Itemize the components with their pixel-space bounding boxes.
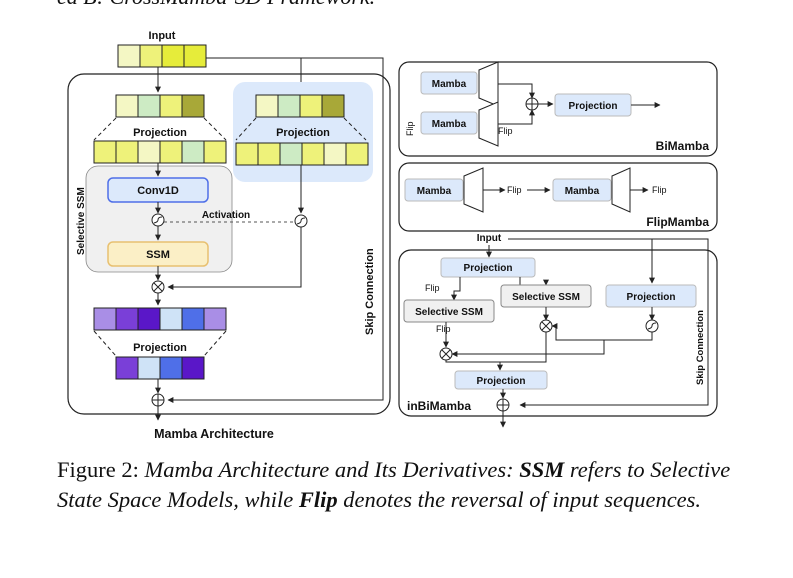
flipmamba-flip-2: Flip [652,185,667,195]
caption-part3: denotes the reversal of input sequences. [337,487,702,512]
bimamba-flip-side: Flip [405,121,415,136]
inbimamba-projection-right-label: Projection [627,292,676,303]
bimamba-flip-inner: Flip [498,126,513,136]
inbimamba: Input Skip Connection Projection Flip Se… [398,233,718,428]
activation-label: Activation [202,210,250,221]
bimamba-title: BiMamba [656,139,710,153]
skip-connection-label: Skip Connection [364,248,376,335]
caption-prefix: Figure 2: [57,457,145,482]
ssm-label: SSM [146,249,170,261]
top-caption-fragment: ed B: CrossMamba-SD Framework. [57,0,757,10]
caption-part1: Mamba Architecture and Its Derivatives: [144,457,520,482]
flipmamba-mamba-2-label: Mamba [565,186,600,197]
flipmamba: Mamba Flip Mamba Flip FlipMamba [398,162,718,232]
inbimamba-projection-top-box [440,257,536,278]
projected-tokens-left [93,140,227,164]
inbimamba-projection-bottom-box [454,370,548,390]
inbimamba-projection-top-label: Projection [464,263,513,274]
caption-flip: Flip [298,487,338,512]
flipmamba-mamba-1-label: Mamba [417,186,452,197]
input-label: Input [149,30,176,42]
flipmamba-flip-1: Flip [507,185,522,195]
inbimamba-selective-ssm-left-box [403,299,495,323]
output-tokens [93,307,227,331]
inbimamba-flip-top: Flip [425,283,440,293]
final-tokens [115,356,205,380]
inbimamba-flip-bottom: Flip [436,324,451,334]
inbimamba-panel [398,249,718,417]
projection-right-label: Projection [276,127,330,139]
left-tokens [115,94,205,118]
inbimamba-title: inBiMamba [407,399,471,413]
inbimamba-projection-bottom-label: Projection [477,376,526,387]
flipmamba-mamba-1-box [404,178,464,202]
inbimamba-projection-right-box [605,284,697,308]
inbimamba-selective-ssm-left-label: Selective SSM [415,307,483,318]
projection-out-label: Projection [133,342,187,354]
flipmamba-title: FlipMamba [646,215,709,229]
flipmamba-mamba-2-box [552,178,612,202]
inbimamba-input-label: Input [477,233,502,244]
bimamba-mamba-top-box [420,71,478,95]
bimamba-mamba-bottom-box [420,111,478,135]
figure-caption: Figure 2: Mamba Architecture and Its Der… [57,455,747,515]
bimamba-mamba-bottom-label: Mamba [432,119,467,130]
figure-diagram: Input Skip Connection Projection [67,30,718,441]
bimamba-panel [398,61,718,157]
bimamba: Mamba Mamba Flip Flip Projection BiMamba [398,61,718,157]
bimamba-projection-label: Projection [569,101,618,112]
right-tokens [255,94,345,118]
inbimamba-skip-line [508,238,709,408]
input-tokens [117,44,207,68]
flipmamba-panel [398,162,718,232]
bimamba-mamba-top-label: Mamba [432,79,467,90]
selective-ssm-label: Selective SSM [76,187,87,255]
inbimamba-selective-ssm-mid-label: Selective SSM [512,292,580,303]
conv1d-label: Conv1D [137,185,179,197]
caption-part2: refers to Selective State Space Models, … [57,457,731,512]
inbimamba-skip-label: Skip Connection [695,310,706,385]
projection-left-label: Projection [133,127,187,139]
projected-tokens-right [235,142,369,166]
mamba-architecture: Input Skip Connection Projection [67,30,391,441]
caption-ssm: SSM [519,457,565,482]
skip-connection-line [167,57,384,403]
mamba-panel [67,73,391,415]
mamba-architecture-title: Mamba Architecture [154,427,274,441]
